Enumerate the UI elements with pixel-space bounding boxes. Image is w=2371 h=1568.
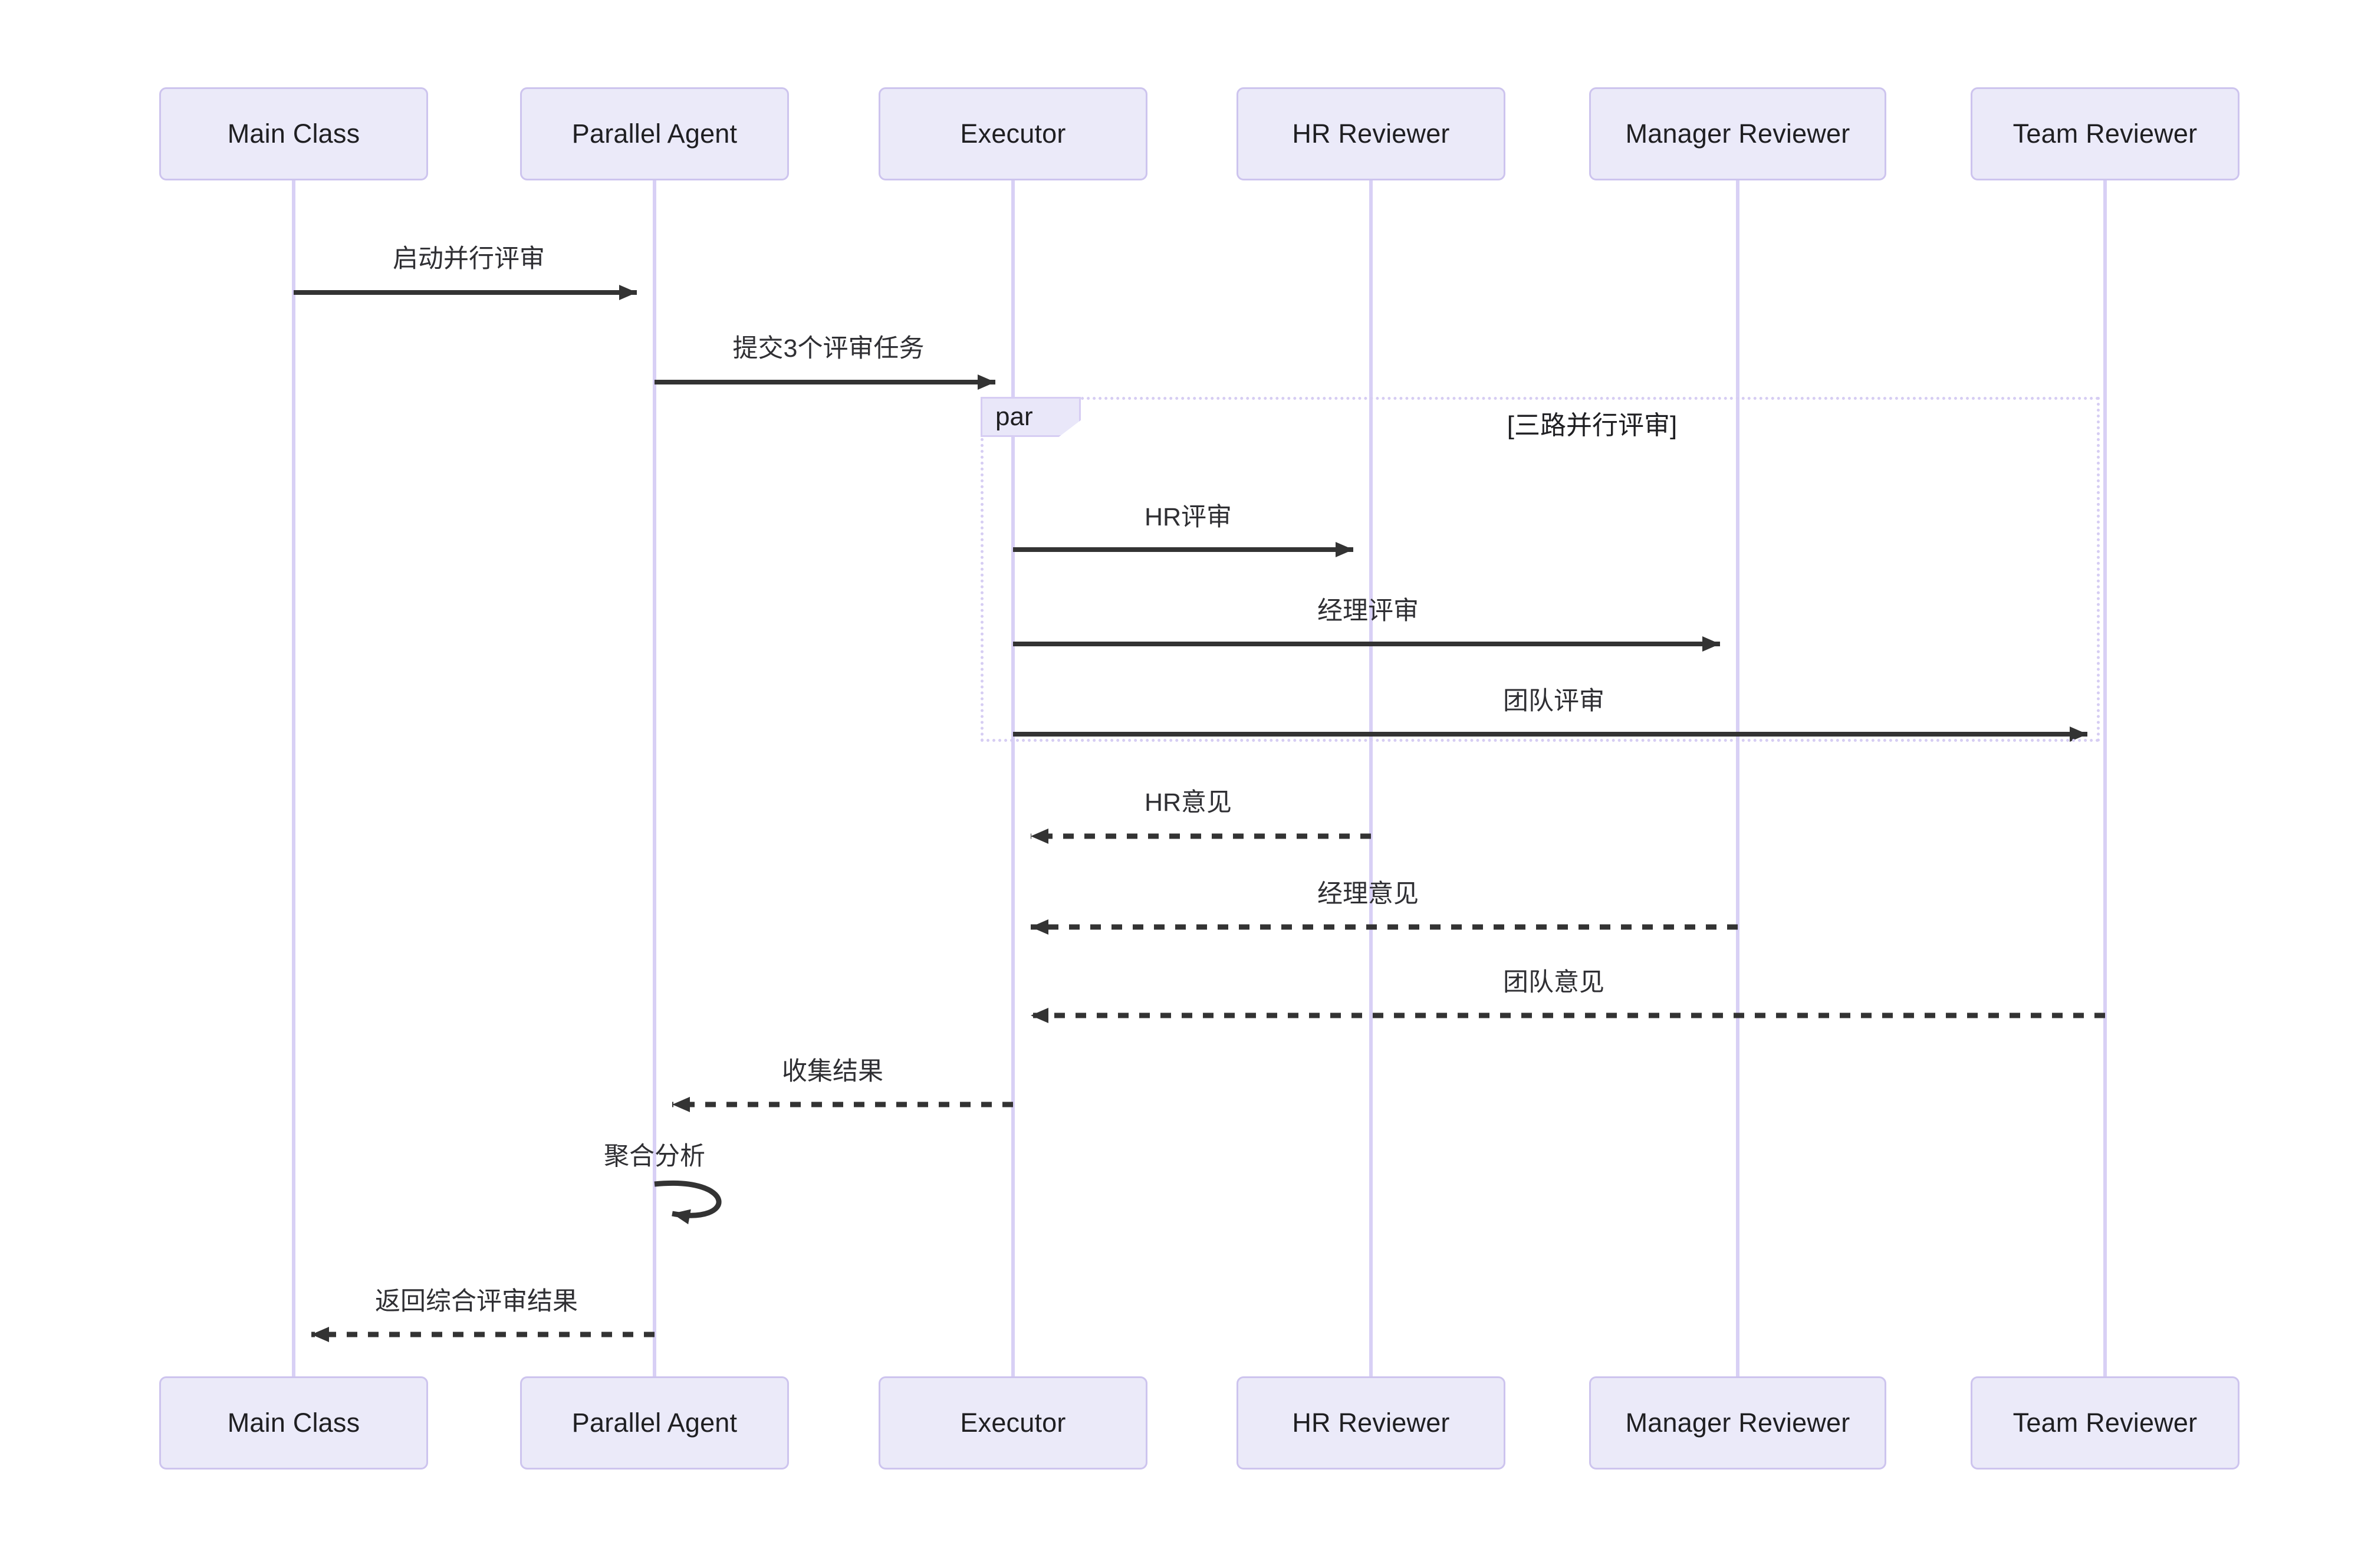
participant-label-executor: Executor	[960, 1408, 1066, 1438]
participant-label-hr: HR Reviewer	[1292, 119, 1450, 149]
par-fragment-condition-label: [三路并行评审]	[1507, 411, 1678, 440]
message-label-m6: HR意见	[1144, 788, 1232, 817]
self-message-label-m10: 聚合分析	[604, 1142, 705, 1171]
lifelines-group	[292, 180, 2107, 1376]
message-label-m11: 返回综合评审结果	[375, 1287, 578, 1316]
participant-box-team[interactable]: Team Reviewer	[1971, 1376, 2240, 1470]
participant-label-agent: Parallel Agent	[571, 119, 738, 149]
participant-label-main: Main Class	[227, 119, 360, 149]
participant-label-hr: HR Reviewer	[1292, 1408, 1450, 1438]
participant-label-agent: Parallel Agent	[571, 1408, 738, 1438]
participant-box-executor[interactable]: Executor	[879, 87, 1147, 180]
participant-box-executor[interactable]: Executor	[879, 1376, 1147, 1470]
message-label-m5: 团队评审	[1503, 687, 1604, 715]
participant-box-hr[interactable]: HR Reviewer	[1237, 87, 1505, 180]
self-message-loop-m10	[654, 1181, 722, 1225]
message-label-m1: 启动并行评审	[393, 245, 545, 273]
message-arrows-group	[294, 285, 2105, 1342]
participant-label-executor: Executor	[960, 119, 1066, 149]
participant-label-main: Main Class	[227, 1408, 360, 1438]
message-label-m2: 提交3个评审任务	[732, 334, 925, 363]
message-label-m8: 团队意见	[1503, 968, 1604, 997]
participant-box-main[interactable]: Main Class	[159, 1376, 428, 1470]
par-fragment-tab-label: par	[995, 402, 1033, 431]
participant-label-team: Team Reviewer	[2012, 1408, 2198, 1438]
message-label-m4: 经理评审	[1317, 597, 1419, 625]
participant-label-team: Team Reviewer	[2012, 119, 2198, 149]
participant-box-agent[interactable]: Parallel Agent	[520, 1376, 789, 1470]
message-label-m3: HR评审	[1144, 503, 1232, 531]
message-label-m7: 经理意见	[1317, 880, 1419, 908]
participant-label-manager: Manager Reviewer	[1625, 119, 1850, 149]
par-fragment-tab: par	[981, 397, 1081, 437]
message-label-m9: 收集结果	[782, 1057, 883, 1086]
participant-box-agent[interactable]: Parallel Agent	[520, 87, 789, 180]
participant-box-team[interactable]: Team Reviewer	[1971, 87, 2240, 180]
participant-box-hr[interactable]: HR Reviewer	[1237, 1376, 1505, 1470]
participant-box-manager[interactable]: Manager Reviewer	[1589, 1376, 1886, 1470]
participant-label-manager: Manager Reviewer	[1625, 1408, 1850, 1438]
participant-box-main[interactable]: Main Class	[159, 87, 428, 180]
participant-box-manager[interactable]: Manager Reviewer	[1589, 87, 1886, 180]
